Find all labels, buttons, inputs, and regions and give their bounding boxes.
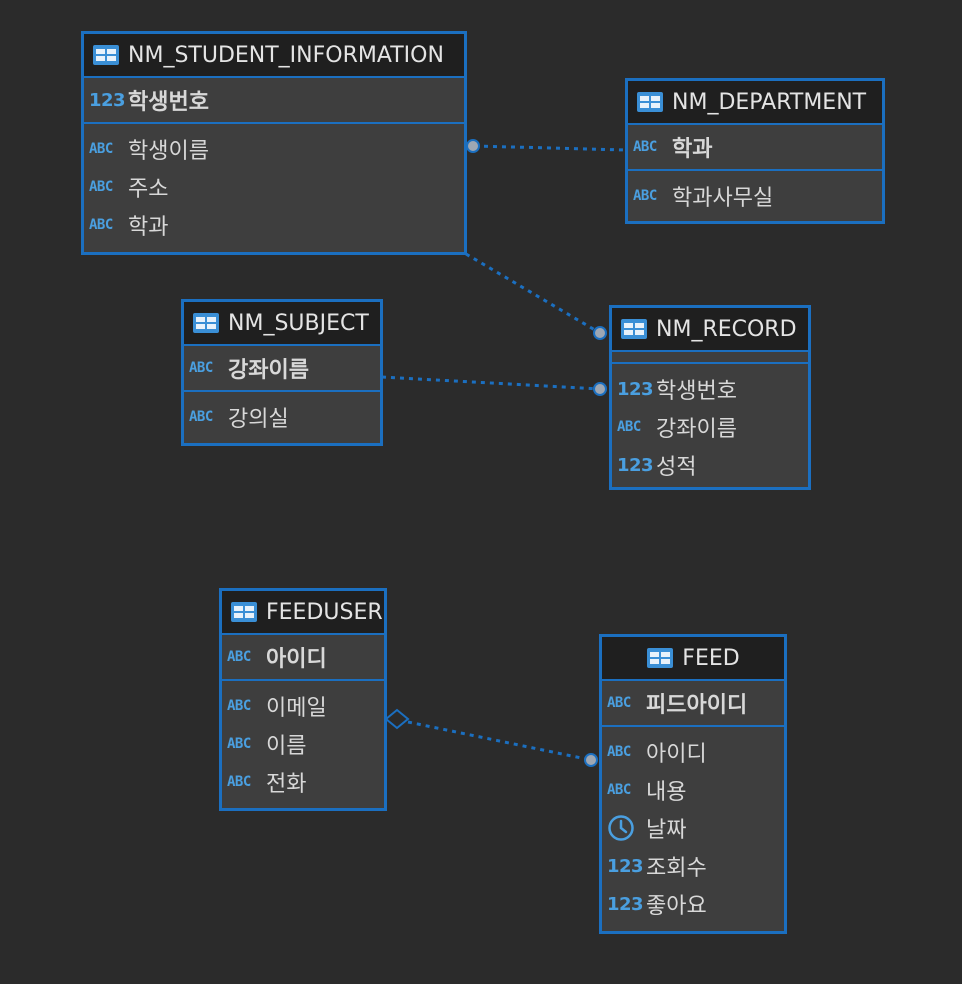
column-row[interactable]: ABC 강의실 (184, 398, 380, 436)
entity-nm-record[interactable]: NM_RECORD 123 학생번호 ABC 강좌이름 123 성적 (609, 305, 811, 490)
primary-key-row[interactable]: ABC 아이디 (222, 635, 384, 681)
text-type-icon: ABC (227, 774, 251, 790)
text-type-icon: ABC (189, 360, 213, 376)
entity-header[interactable]: NM_DEPARTMENT (628, 81, 882, 125)
text-type-icon: ABC (607, 744, 631, 760)
table-icon (92, 44, 120, 66)
column-row[interactable]: ABC 내용 (602, 771, 784, 809)
column-label: 강좌이름 (228, 358, 309, 383)
table-icon (192, 312, 220, 334)
column-label: 이름 (266, 734, 307, 759)
column-label: 날짜 (646, 818, 687, 843)
entity-header[interactable]: NM_RECORD (612, 308, 808, 352)
column-row[interactable]: 123 좋아요 (602, 885, 784, 923)
column-label: 좋아요 (646, 894, 707, 919)
entity-title: NM_RECORD (656, 316, 797, 342)
column-label: 학생번호 (656, 379, 737, 404)
entity-nm-student-information[interactable]: NM_STUDENT_INFORMATION 123 학생번호 ABC 학생이름… (81, 31, 467, 255)
text-type-icon: ABC (617, 419, 641, 435)
column-row[interactable]: ABC 아이디 (602, 733, 784, 771)
entity-header[interactable]: FEED (602, 637, 784, 681)
column-row[interactable]: ABC 이름 (222, 725, 384, 763)
text-type-icon: ABC (607, 782, 631, 798)
link-endpoint-dot (584, 753, 598, 767)
text-type-icon: ABC (89, 217, 113, 233)
text-type-icon: ABC (633, 139, 657, 155)
entity-nm-department[interactable]: NM_DEPARTMENT ABC 학과 ABC 학과사무실 (625, 78, 885, 224)
column-label: 학생번호 (128, 90, 209, 115)
numeric-type-icon: 123 (617, 378, 654, 400)
entity-title: FEED (682, 645, 740, 671)
text-type-icon: ABC (227, 736, 251, 752)
column-label: 조회수 (646, 856, 707, 881)
column-row[interactable]: ABC 주소 (84, 168, 464, 206)
entity-feeduser[interactable]: FEEDUSER ABC 아이디 ABC 이메일 ABC 이름 ABC 전화 (219, 588, 387, 811)
entity-title: FEEDUSER (266, 599, 383, 625)
table-icon (230, 601, 258, 623)
entity-title: NM_STUDENT_INFORMATION (128, 42, 444, 68)
column-label: 아이디 (646, 742, 707, 767)
entity-header[interactable]: FEEDUSER (222, 591, 384, 635)
column-label: 학과 (672, 137, 713, 162)
column-label: 피드아이디 (646, 693, 748, 718)
table-icon (636, 91, 664, 113)
column-row[interactable]: ABC 학과사무실 (628, 177, 882, 215)
column-row[interactable]: ABC 이메일 (222, 687, 384, 725)
table-icon (646, 647, 674, 669)
column-row[interactable]: ABC 강좌이름 (612, 408, 808, 446)
entity-title: NM_SUBJECT (228, 310, 369, 336)
column-label: 강의실 (228, 407, 289, 432)
link-endpoint-dot (593, 382, 607, 396)
column-row[interactable]: ABC 학생이름 (84, 130, 464, 168)
text-type-icon: ABC (607, 695, 631, 711)
column-label: 성적 (656, 455, 697, 480)
column-label: 학과 (128, 215, 169, 240)
column-label: 학생이름 (128, 139, 209, 164)
numeric-type-icon: 123 (607, 893, 644, 915)
link-endpoint-dot (466, 139, 480, 153)
numeric-type-icon: 123 (617, 454, 654, 476)
table-icon (620, 318, 648, 340)
column-row[interactable]: 123 성적 (612, 446, 808, 484)
column-label: 강좌이름 (656, 417, 737, 442)
text-type-icon: ABC (633, 188, 657, 204)
entity-header[interactable]: NM_SUBJECT (184, 302, 380, 346)
entity-nm-subject[interactable]: NM_SUBJECT ABC 강좌이름 ABC 강의실 (181, 299, 383, 446)
column-label: 이메일 (266, 696, 327, 721)
column-label: 아이디 (266, 647, 327, 672)
column-label: 학과사무실 (672, 186, 774, 211)
primary-key-row[interactable]: ABC 피드아이디 (602, 681, 784, 727)
column-row[interactable]: 123 학생번호 (612, 370, 808, 408)
primary-key-row[interactable]: 123 학생번호 (84, 78, 464, 124)
link-endpoint-dot (593, 326, 607, 340)
column-label: 주소 (128, 177, 169, 202)
primary-key-row[interactable]: ABC 학과 (628, 125, 882, 171)
entity-feed[interactable]: FEED ABC 피드아이디 ABC 아이디 ABC 내용 날짜 123 조회수… (599, 634, 787, 934)
entity-title: NM_DEPARTMENT (672, 89, 867, 115)
column-row[interactable]: 날짜 (602, 809, 784, 847)
link-student-record[interactable] (465, 252, 601, 335)
link-student-department[interactable] (474, 144, 627, 152)
clock-icon (607, 814, 641, 842)
link-subject-record[interactable] (381, 375, 601, 391)
column-row[interactable]: ABC 학과 (84, 206, 464, 244)
column-row[interactable]: 123 조회수 (602, 847, 784, 885)
entity-header[interactable]: NM_STUDENT_INFORMATION (84, 34, 464, 78)
link-feeduser-feed[interactable] (407, 720, 592, 762)
primary-key-row[interactable]: ABC 강좌이름 (184, 346, 380, 392)
text-type-icon: ABC (227, 698, 251, 714)
text-type-icon: ABC (189, 409, 213, 425)
text-type-icon: ABC (89, 141, 113, 157)
numeric-type-icon: 123 (607, 855, 644, 877)
column-row[interactable]: ABC 전화 (222, 763, 384, 801)
text-type-icon: ABC (89, 179, 113, 195)
numeric-type-icon: 123 (89, 89, 126, 111)
empty-key-section (612, 352, 808, 364)
column-label: 내용 (646, 780, 687, 805)
link-optional-diamond (384, 708, 410, 730)
column-label: 전화 (266, 772, 307, 797)
text-type-icon: ABC (227, 649, 251, 665)
